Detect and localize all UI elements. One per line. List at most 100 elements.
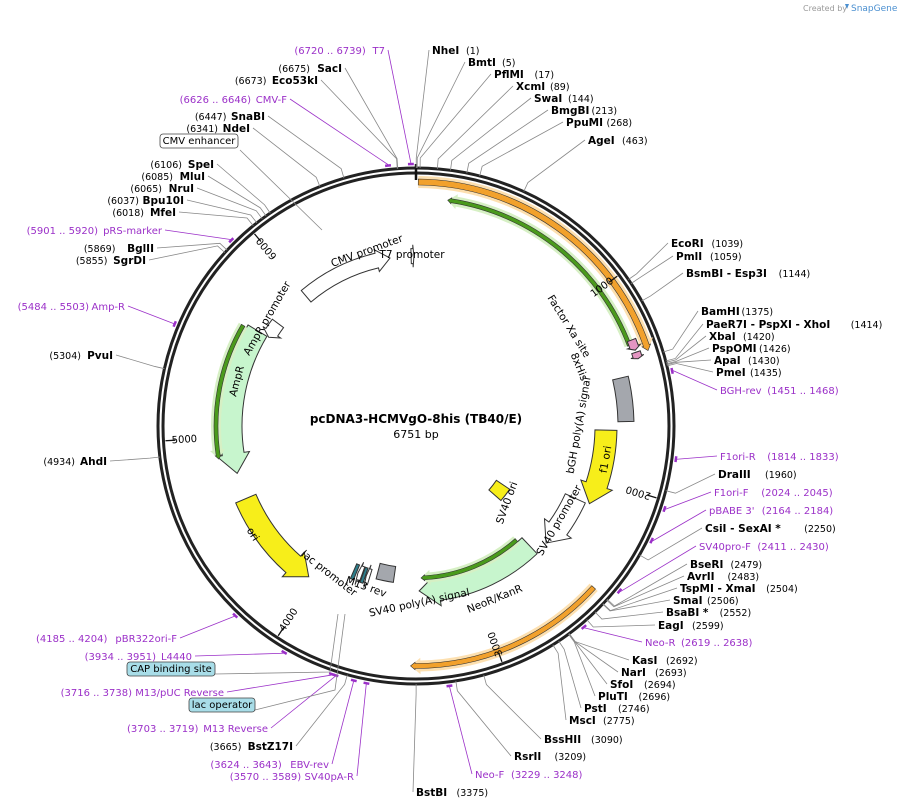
feature-neo-green[interactable] xyxy=(420,536,520,585)
feature-f1-ori[interactable] xyxy=(580,429,618,505)
enzyme-site-ahdi[interactable]: AhdI(4934) xyxy=(43,456,107,468)
tick-mark xyxy=(608,275,618,283)
enzyme-site-nrui[interactable]: NruI(6065) xyxy=(130,183,194,195)
enzyme-site-sfoi[interactable]: SfoI(2694) xyxy=(610,679,676,691)
feature-lac-promoter[interactable] xyxy=(354,562,366,585)
primer-f1ori-r[interactable]: F1ori-R(1814 .. 1833) xyxy=(720,452,839,463)
feature-t7-promoter[interactable] xyxy=(410,244,415,268)
enzyme-site-snabi[interactable]: SnaBI(6447) xyxy=(195,111,265,123)
enzyme-site-rsrii[interactable]: RsrII(3209) xyxy=(514,751,586,763)
primer-neo-r[interactable]: Neo-R(2619 .. 2638) xyxy=(645,638,753,649)
enzyme-site-xbai[interactable]: XbaI(1420) xyxy=(709,331,775,343)
enzyme-site-paer7i-pspxi-xhoi[interactable]: PaeR7I - PspXI - XhoI(1414) xyxy=(706,319,882,331)
enzyme-site-bmgbi[interactable]: BmgBI(213) xyxy=(551,105,617,117)
feature-sv40-poly-a-signal[interactable] xyxy=(375,562,397,583)
enzyme-site-csii-sexai[interactable]: CsiI - SexAI *(2250) xyxy=(705,523,836,535)
feature-lac-operator[interactable] xyxy=(359,566,369,584)
primer-pbabe-3[interactable]: pBABE 3'(2164 .. 2184) xyxy=(709,506,833,517)
enzyme-site-pflmi[interactable]: PflMI(17) xyxy=(494,69,554,81)
enzyme-site-psti[interactable]: PstI(2746) xyxy=(584,703,650,715)
enzyme-site-bstz17i[interactable]: BstZ17I(3665) xyxy=(210,741,293,753)
feature-ori[interactable] xyxy=(235,493,310,578)
primer-l4440[interactable]: L4440(3934 .. 3951) xyxy=(85,652,192,663)
enzyme-site-mlui[interactable]: MluI(6085) xyxy=(141,171,205,183)
enzyme-site-nari[interactable]: NarI(2693) xyxy=(621,667,687,679)
feature-bgh-poly-a-signal[interactable] xyxy=(612,375,635,423)
enzyme-site-apai[interactable]: ApaI(1430) xyxy=(714,355,780,367)
enzyme-site-tspmi-xmai[interactable]: TspMI - XmaI(2504) xyxy=(680,583,798,595)
enzyme-site-pmei[interactable]: PmeI(1435) xyxy=(716,367,782,379)
enzyme-site-agei[interactable]: AgeI(463) xyxy=(588,135,648,147)
enzyme-site-saci[interactable]: SacI(6675) xyxy=(278,63,342,75)
enzyme-site-swai[interactable]: SwaI(144) xyxy=(534,93,594,105)
enzyme-site-draiii[interactable]: DraIII(1960) xyxy=(718,469,797,481)
enzyme-site-ecori[interactable]: EcoRI(1039) xyxy=(671,238,743,250)
enzyme-site-kasi[interactable]: KasI(2692) xyxy=(632,655,698,667)
feature-neo-orange[interactable] xyxy=(410,583,598,675)
enzyme-site-bamhi[interactable]: BamHI(1375) xyxy=(701,306,773,318)
enzyme-site-pmli[interactable]: PmlI(1059) xyxy=(676,251,742,263)
enzyme-site-nhei[interactable]: NheI(1) xyxy=(432,45,480,57)
enzyme-site-spei[interactable]: SpeI(6106) xyxy=(150,159,214,171)
primer-neo-f[interactable]: Neo-F(3229 .. 3248) xyxy=(475,770,583,781)
enzyme-name: BsaBI * xyxy=(666,607,709,619)
enzyme-site-pvui[interactable]: PvuI(5304) xyxy=(49,350,113,362)
enzyme-site-bglii[interactable]: BglII(5869) xyxy=(84,243,154,255)
enzyme-name: BglII xyxy=(127,243,154,255)
feature-sv40-ori[interactable] xyxy=(488,479,511,502)
primer-sv40pro-f[interactable]: SV40pro-F(2411 .. 2430) xyxy=(699,542,829,553)
enzyme-site-bsshii[interactable]: BssHII(3090) xyxy=(544,734,623,746)
enzyme-site-mfei[interactable]: MfeI(6018) xyxy=(112,207,176,219)
enzyme-site-bmti[interactable]: BmtI(5) xyxy=(468,57,516,69)
primer-pbr322ori-f[interactable]: pBR322ori-F(4185 .. 4204) xyxy=(36,634,177,645)
enzyme-site-avrii[interactable]: AvrII(2483) xyxy=(687,571,759,583)
feature-hcmvgo[interactable] xyxy=(417,176,653,352)
feature-callout-cap-binding-site[interactable]: CAP binding site xyxy=(126,661,216,677)
enzyme-leader xyxy=(186,199,258,224)
enzyme-site-eagi[interactable]: EagI(2599) xyxy=(658,620,724,632)
feature-shape xyxy=(349,563,361,581)
feature-callout-cmv-enhancer[interactable]: CMV enhancer xyxy=(159,133,239,149)
feature-ampr-promoter[interactable] xyxy=(262,318,285,339)
feature-factor-xa-site[interactable] xyxy=(625,337,642,351)
enzyme-site-bsabi[interactable]: BsaBI *(2552) xyxy=(666,607,751,619)
primer-m13-reverse[interactable]: M13 Reverse(3703 .. 3719) xyxy=(127,724,268,735)
primer-ebv-rev[interactable]: EBV-rev(3624 .. 3643) xyxy=(210,760,329,771)
primer-f1ori-f[interactable]: F1ori-F(2024 .. 2045) xyxy=(714,488,833,499)
enzyme-site-pspomi[interactable]: PspOMI(1426) xyxy=(712,343,791,355)
feature-8xhis[interactable] xyxy=(630,350,645,360)
feature-cap-binding-site[interactable] xyxy=(349,563,361,581)
enzyme-site-xcmi[interactable]: XcmI(89) xyxy=(516,81,570,93)
enzyme-site-bseri[interactable]: BseRI(2479) xyxy=(690,559,762,571)
enzyme-site-msci[interactable]: MscI(2775) xyxy=(569,715,635,727)
enzyme-name: BssHII xyxy=(544,734,581,746)
enzyme-site-bstbi[interactable]: BstBI(3375) xyxy=(416,787,488,799)
feature-go-green[interactable] xyxy=(447,194,634,348)
feature-cmv-promoter[interactable] xyxy=(300,248,391,303)
enzyme-site-bpu10i[interactable]: Bpu10I(6037) xyxy=(107,195,184,207)
feature-m13-rev[interactable] xyxy=(363,564,373,588)
feature-amp-green[interactable] xyxy=(210,322,248,460)
primer-bgh-rev[interactable]: BGH-rev(1451 .. 1468) xyxy=(720,386,839,397)
enzyme-leader xyxy=(450,97,532,171)
enzyme-position: (213) xyxy=(592,106,618,117)
enzyme-site-ndei[interactable]: NdeI(6341) xyxy=(186,123,250,135)
enzyme-site-pluti[interactable]: PluTI(2696) xyxy=(598,691,670,703)
primer-m13-puc-reverse[interactable]: M13/pUC Reverse(3716 .. 3738) xyxy=(61,688,224,699)
primer-cmv-f[interactable]: CMV-F(6626 .. 6646) xyxy=(180,95,288,106)
enzyme-site-eco53ki[interactable]: Eco53kI(6673) xyxy=(235,75,318,87)
enzyme-position: (3665) xyxy=(210,742,242,753)
feature-ampr[interactable] xyxy=(215,324,268,475)
primer-t7[interactable]: T7(6720 .. 6739) xyxy=(294,46,385,57)
tick-mark xyxy=(497,652,503,663)
enzyme-name: PmeI xyxy=(716,367,746,379)
enzyme-site-sgrdi[interactable]: SgrDI(5855) xyxy=(76,255,146,267)
feature-callout-lac-operator[interactable]: lac operator xyxy=(188,697,256,713)
enzyme-site-ppumi[interactable]: PpuMI(268) xyxy=(566,117,632,129)
primer-prs-marker[interactable]: pRS-marker(5901 .. 5920) xyxy=(27,226,163,237)
enzyme-site-bsmbi-esp3i[interactable]: BsmBI - Esp3I(1144) xyxy=(686,268,810,280)
feature-sv40-promoter[interactable] xyxy=(543,493,587,544)
primer-amp-r[interactable]: Amp-R(5484 .. 5503) xyxy=(18,302,125,313)
enzyme-site-smai[interactable]: SmaI(2506) xyxy=(673,595,739,607)
primer-sv40pa-r[interactable]: SV40pA-R(3570 .. 3589) xyxy=(230,772,354,783)
